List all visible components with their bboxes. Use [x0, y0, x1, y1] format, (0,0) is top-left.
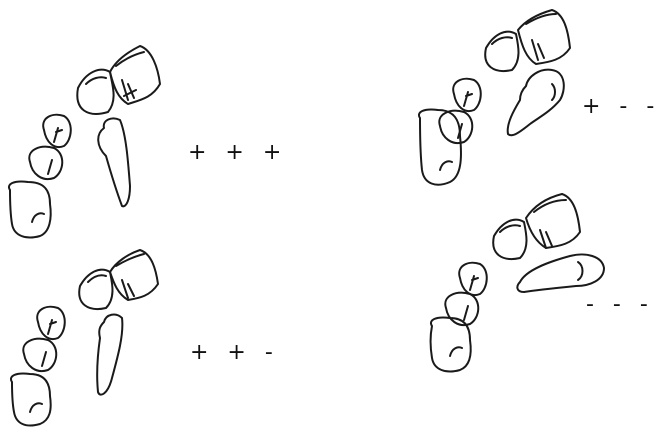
incisor-crown-outline: [492, 218, 528, 260]
premolar-outline: [36, 305, 66, 340]
premolar-outline: [452, 77, 482, 112]
incisor-edge: [491, 36, 513, 45]
tooth-group-3: [418, 9, 571, 186]
incisor-edge: [85, 76, 107, 85]
incisor-edge: [533, 199, 567, 213]
incisor-crown-outline: [78, 268, 114, 310]
incisor-crown-outline: [76, 68, 115, 115]
molar-groove: [439, 160, 453, 171]
molar-outline: [8, 180, 52, 239]
incisor-crown-outline: [109, 45, 161, 105]
premolar-line: [47, 127, 63, 175]
contact-lines: [539, 229, 553, 249]
premolar-line: [41, 319, 57, 367]
premolar-outline: [438, 109, 474, 144]
canine-outline: [96, 313, 124, 396]
premolar-line: [463, 275, 479, 321]
incisor-crown-outline: [484, 30, 520, 72]
incisor-crown-outline: [517, 9, 571, 65]
sign-label-3: + - -: [582, 94, 657, 119]
contact-lines: [531, 39, 545, 61]
canine-outline: [516, 253, 605, 293]
contact-lines: [121, 79, 137, 101]
tooth-group-1: [8, 45, 161, 239]
molar-groove: [449, 346, 463, 357]
contact-lines: [121, 279, 135, 299]
incisor-edge: [87, 274, 107, 283]
premolar-outline: [42, 113, 72, 148]
canine-detail: [551, 83, 556, 101]
premolar-outline: [458, 261, 488, 296]
canine-outline: [506, 68, 565, 137]
molar-outline: [429, 316, 472, 373]
sign-label-1: + + +: [188, 140, 288, 165]
incisor-edge: [115, 51, 145, 67]
molar-groove: [31, 212, 45, 223]
molar-outline: [10, 372, 52, 427]
molar-groove: [29, 402, 43, 413]
canine-detail: [577, 261, 584, 281]
incisor-edge: [115, 253, 145, 267]
sign-label-4: - - -: [586, 292, 654, 317]
premolar-outline: [22, 337, 58, 372]
molar-outline: [418, 108, 462, 186]
tooth-group-2: [10, 249, 159, 427]
premolar-outline: [444, 291, 480, 326]
premolar-outline: [28, 145, 64, 180]
incisor-crown-outline: [525, 193, 581, 249]
incisor-edge: [499, 224, 521, 233]
tooth-group-4: [429, 193, 605, 373]
incisor-edge: [525, 13, 557, 25]
incisor-crown-outline: [109, 249, 159, 301]
sign-label-2: + + -: [190, 340, 279, 365]
canine-outline: [97, 117, 131, 208]
